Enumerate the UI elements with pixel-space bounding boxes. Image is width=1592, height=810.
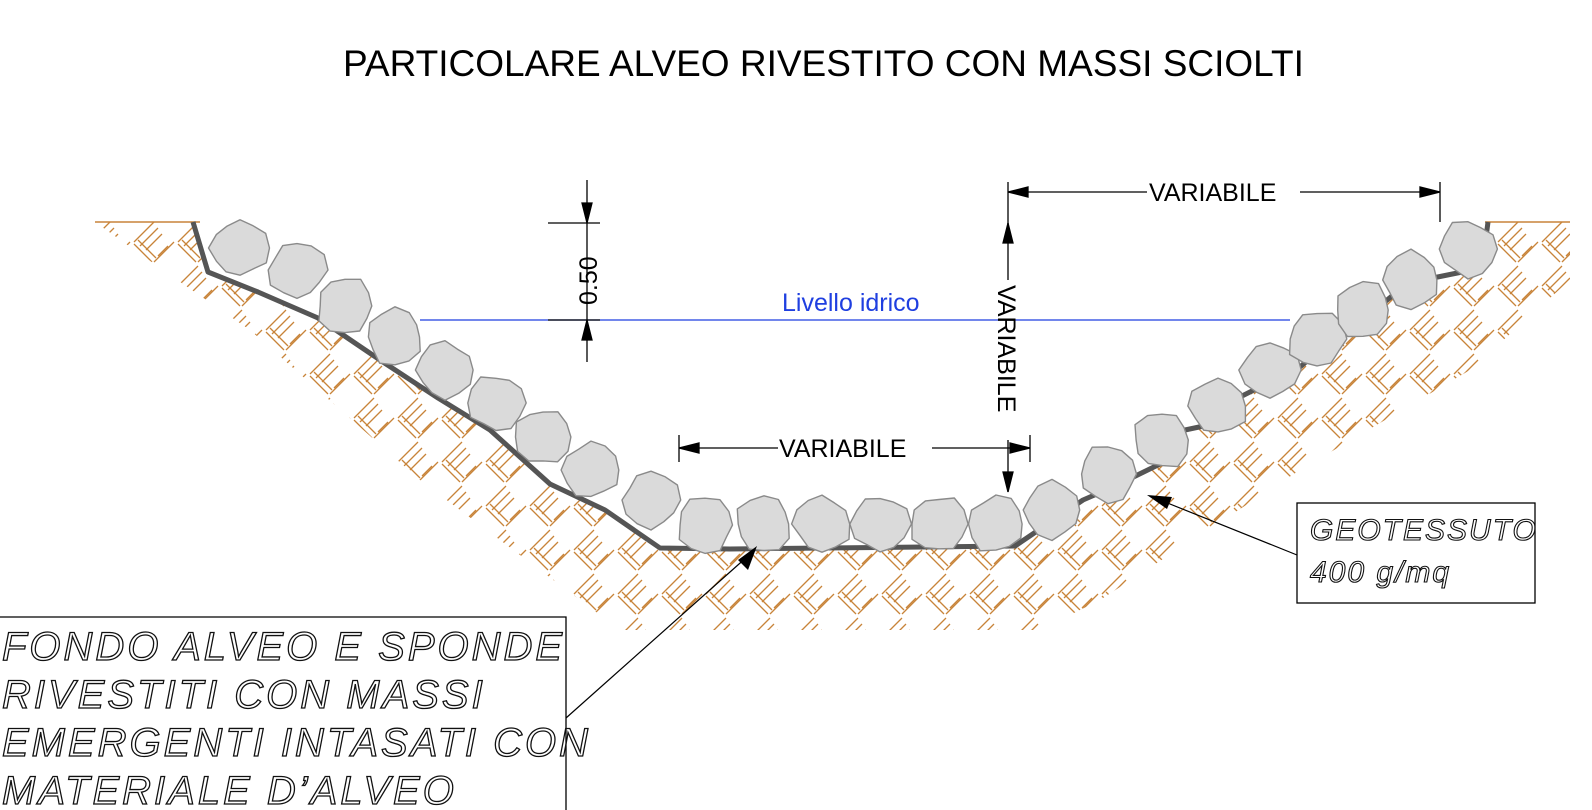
boulder	[414, 340, 474, 401]
geotextile-note-line-2: 400 g/mq	[1310, 556, 1451, 589]
boulder	[1187, 377, 1247, 433]
lining-note-line-2: RIVESTITI CON MASSI	[2, 673, 486, 717]
boulder	[207, 219, 271, 276]
geotextile-callout: GEOTESSUTO 400 g/mq	[1147, 495, 1538, 604]
boulder	[621, 470, 682, 531]
lining-leader	[565, 555, 749, 719]
boulder	[1288, 312, 1348, 367]
boulder	[1381, 248, 1438, 311]
boulder	[1336, 280, 1389, 338]
geotextile-note-line-1: GEOTESSUTO	[1310, 514, 1538, 547]
top-width-label: VARIABILE	[1149, 179, 1276, 207]
boulder	[560, 440, 620, 498]
top-width-dimension	[1007, 182, 1441, 235]
water-level-label: Livello idrico	[782, 289, 920, 317]
boulder	[967, 494, 1023, 552]
boulder	[1134, 413, 1190, 468]
boulder	[1438, 220, 1499, 280]
depth-label: VARIABILE	[992, 285, 1020, 412]
boulder	[790, 494, 851, 553]
bottom-width-dimension	[678, 435, 1031, 462]
lining-leader-arrow	[738, 546, 757, 570]
boulder	[267, 242, 329, 300]
boulder	[849, 497, 913, 553]
boulder	[1080, 446, 1138, 505]
boulder	[911, 497, 969, 550]
bottom-width-label: VARIABILE	[779, 435, 906, 463]
boulder	[1022, 478, 1081, 542]
boulder	[678, 497, 734, 555]
boulders	[207, 219, 1499, 555]
boulder	[467, 376, 527, 432]
freeboard-label: 0.50	[575, 256, 603, 305]
lining-note-line-1: FONDO ALVEO E SPONDE	[2, 625, 565, 669]
boulder	[1238, 342, 1302, 399]
lining-note-box	[0, 616, 567, 810]
lining-callout: FONDO ALVEO E SPONDE RIVESTITI CON MASSI…	[0, 546, 757, 810]
freeboard-dimension	[548, 180, 600, 362]
geotextile-leader	[1159, 499, 1298, 556]
depth-dimension	[1002, 222, 1014, 493]
boulder	[367, 306, 421, 366]
lining-note-line-3: EMERGENTI INTASATI CON	[2, 721, 591, 765]
geotextile-leader-arrow	[1147, 495, 1172, 509]
boulder	[318, 278, 373, 334]
lining-note-line-4: MATERIALE D’ALVEO	[2, 769, 457, 810]
drawing-title: PARTICOLARE ALVEO RIVESTITO CON MASSI SC…	[343, 43, 1304, 84]
geotextile-note-box	[1296, 502, 1536, 604]
boulder	[736, 495, 790, 552]
boulder	[514, 411, 572, 463]
